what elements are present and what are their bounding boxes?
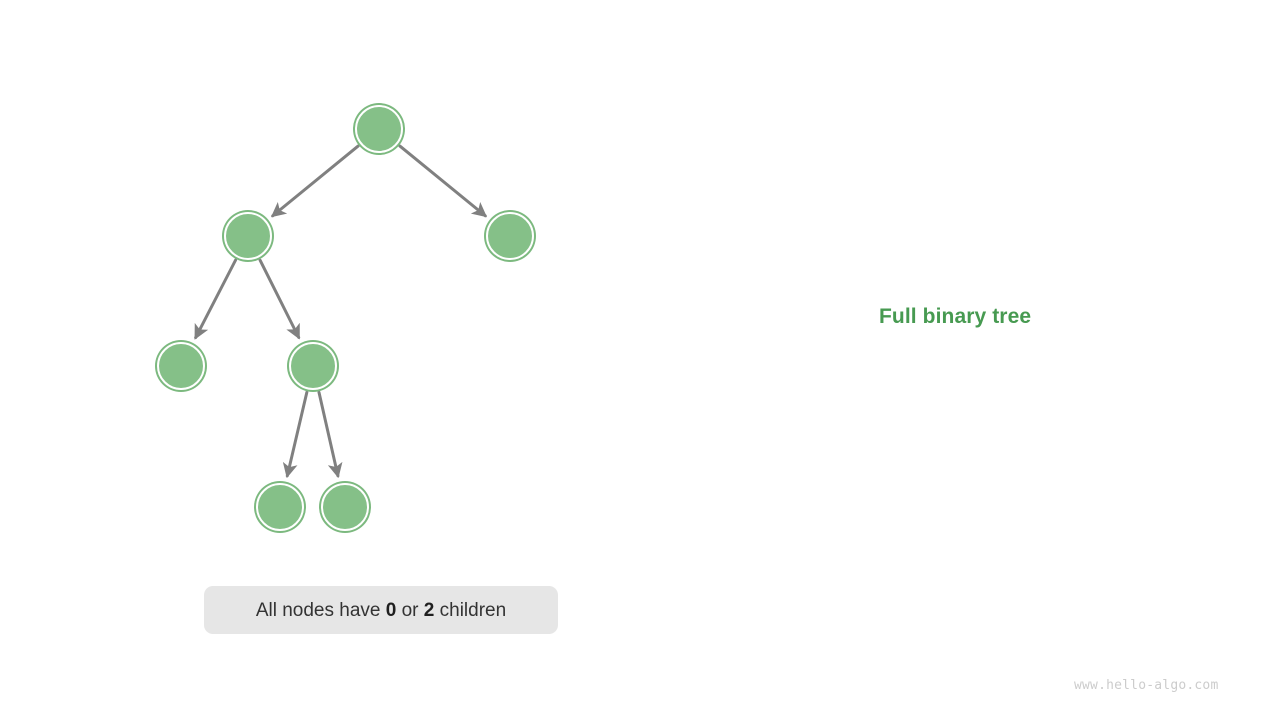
- tree-node-n6[interactable]: [321, 483, 369, 531]
- tree-edge-n1-n3: [194, 258, 238, 340]
- caption-bold-zero: 0: [385, 599, 397, 621]
- tree-edge-n4-n5: [282, 390, 309, 479]
- caption-bold-two: 2: [423, 599, 435, 621]
- caption-box: All nodes have 0 or 2 children: [204, 586, 558, 634]
- tree-edges-group: [194, 144, 488, 479]
- tree-node-n5[interactable]: [256, 483, 304, 531]
- tree-edge-n0-n2: [398, 144, 488, 218]
- tree-edge-n4-n6: [317, 390, 343, 479]
- tree-node-n0[interactable]: [355, 105, 403, 153]
- tree-edge-n0-n1: [270, 144, 360, 218]
- tree-node-n2[interactable]: [486, 212, 534, 260]
- tree-edge-n1-n4: [258, 258, 301, 340]
- caption-text: All nodes have 0 or 2 children: [255, 599, 507, 621]
- tree-node-n4[interactable]: [289, 342, 337, 390]
- tree-node-n1[interactable]: [224, 212, 272, 260]
- watermark: www.hello-algo.com: [1074, 678, 1219, 693]
- diagram-title: Full binary tree: [879, 305, 1032, 328]
- tree-node-n3[interactable]: [157, 342, 205, 390]
